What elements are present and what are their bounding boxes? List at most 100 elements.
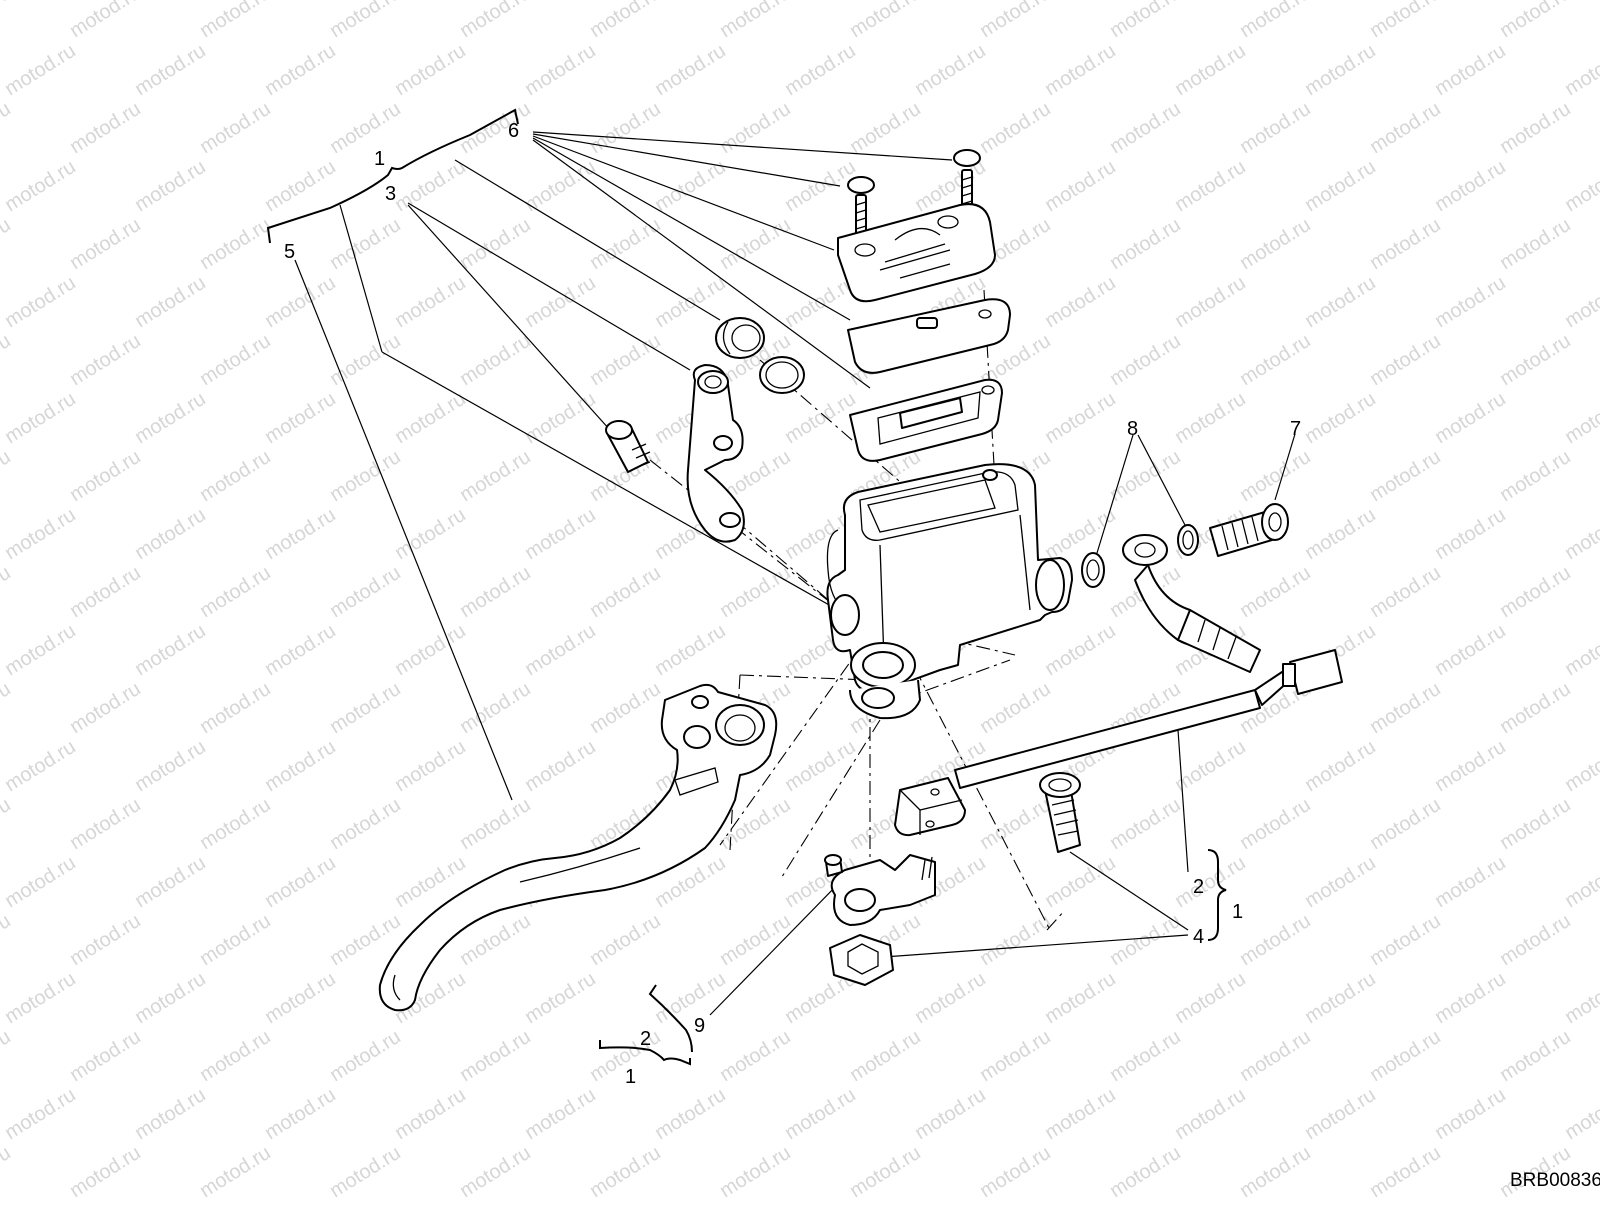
watermark-text: motod.ru bbox=[1366, 446, 1445, 506]
watermark-text: motod.ru bbox=[1041, 504, 1120, 564]
watermark-text: motod.ru bbox=[716, 1026, 795, 1086]
watermark-text: motod.ru bbox=[716, 562, 795, 622]
handlebar-clamp bbox=[688, 365, 744, 542]
watermark-text: motod.ru bbox=[391, 388, 470, 448]
watermark-text: motod.ru bbox=[1561, 852, 1600, 912]
callout-2-right: 2 bbox=[1193, 876, 1204, 898]
callout-6: 6 bbox=[508, 120, 519, 142]
watermark-text: motod.ru bbox=[1561, 40, 1600, 100]
watermark-text: motod.ru bbox=[391, 40, 470, 100]
watermark-text: motod.ru bbox=[0, 1026, 15, 1086]
watermark-text: motod.ru bbox=[1236, 214, 1315, 274]
watermark-text: motod.ru bbox=[1561, 620, 1600, 680]
watermark-text: motod.ru bbox=[586, 910, 665, 970]
watermark-text: motod.ru bbox=[1, 620, 80, 680]
watermark-text: motod.ru bbox=[196, 0, 275, 42]
watermark-text: motod.ru bbox=[976, 0, 1055, 42]
watermark-text: motod.ru bbox=[1366, 98, 1445, 158]
watermark-text: motod.ru bbox=[1041, 620, 1120, 680]
watermark-text: motod.ru bbox=[521, 388, 600, 448]
watermark-text: motod.ru bbox=[1496, 0, 1575, 42]
watermark-text: motod.ru bbox=[521, 1084, 600, 1144]
watermark-text: motod.ru bbox=[1106, 330, 1185, 390]
watermark-text: motod.ru bbox=[521, 736, 600, 796]
watermark-text: motod.ru bbox=[391, 156, 470, 216]
watermark-text: motod.ru bbox=[1431, 620, 1510, 680]
watermark-text: motod.ru bbox=[66, 330, 145, 390]
watermark-text: motod.ru bbox=[976, 794, 1055, 854]
watermark-text: motod.ru bbox=[651, 1084, 730, 1144]
watermark-text: motod.ru bbox=[1, 736, 80, 796]
watermark-text: motod.ru bbox=[391, 736, 470, 796]
watermark-text: motod.ru bbox=[131, 852, 210, 912]
watermark-text: motod.ru bbox=[1106, 214, 1185, 274]
watermark-text: motod.ru bbox=[1236, 1026, 1315, 1086]
watermark-text: motod.ru bbox=[326, 1026, 405, 1086]
watermark-text: motod.ru bbox=[131, 272, 210, 332]
watermark-text: motod.ru bbox=[1366, 910, 1445, 970]
watermark-text: motod.ru bbox=[456, 794, 535, 854]
crush-washer-left bbox=[1082, 553, 1104, 587]
watermark-text: motod.ru bbox=[1, 1084, 80, 1144]
watermark-text: motod.ru bbox=[66, 678, 145, 738]
callout-7: 7 bbox=[1290, 418, 1301, 440]
watermark-text: motod.ru bbox=[1366, 794, 1445, 854]
watermark-text: motod.ru bbox=[456, 98, 535, 158]
watermark-text: motod.ru bbox=[1106, 794, 1185, 854]
watermark-text: motod.ru bbox=[456, 330, 535, 390]
dust-boot bbox=[716, 318, 764, 358]
callout-8: 8 bbox=[1127, 418, 1138, 440]
watermark-text: motod.ru bbox=[651, 968, 730, 1028]
watermark-text: motod.ru bbox=[1496, 794, 1575, 854]
watermark-text: motod.ru bbox=[326, 214, 405, 274]
watermark-text: motod.ru bbox=[131, 40, 210, 100]
watermark-text: motod.ru bbox=[1561, 156, 1600, 216]
watermark-text: motod.ru bbox=[1171, 736, 1250, 796]
watermark-text: motod.ru bbox=[1301, 156, 1380, 216]
watermark-text: motod.ru bbox=[261, 620, 340, 680]
watermark-text: motod.ru bbox=[1561, 388, 1600, 448]
watermark-text: motod.ru bbox=[1561, 504, 1600, 564]
watermark-text: motod.ru bbox=[0, 98, 15, 158]
watermark-text: motod.ru bbox=[326, 678, 405, 738]
watermark-text: motod.ru bbox=[1301, 852, 1380, 912]
watermark-text: motod.ru bbox=[456, 1142, 535, 1200]
watermark-text: motod.ru bbox=[131, 388, 210, 448]
watermark-text: motod.ru bbox=[66, 98, 145, 158]
watermark-text: motod.ru bbox=[1366, 562, 1445, 622]
watermark-text: motod.ru bbox=[391, 620, 470, 680]
bushing bbox=[825, 855, 842, 876]
watermark-text: motod.ru bbox=[196, 794, 275, 854]
watermark-text: motod.ru bbox=[196, 214, 275, 274]
watermark-text: motod.ru bbox=[66, 1142, 145, 1200]
watermark-text: motod.ru bbox=[1041, 968, 1120, 1028]
watermark-text: motod.ru bbox=[0, 562, 15, 622]
watermark-text: motod.ru bbox=[1301, 504, 1380, 564]
watermark-text: motod.ru bbox=[131, 1084, 210, 1144]
watermark-text: motod.ru bbox=[456, 1026, 535, 1086]
watermark-text: motod.ru bbox=[326, 446, 405, 506]
watermark-text: motod.ru bbox=[1, 852, 80, 912]
watermark-text: motod.ru bbox=[586, 214, 665, 274]
watermark-text: motod.ru bbox=[196, 98, 275, 158]
watermark-text: motod.ru bbox=[1431, 272, 1510, 332]
callout-2-bottom: 2 bbox=[640, 1028, 651, 1050]
watermark-text: motod.ru bbox=[196, 1026, 275, 1086]
watermark-text: motod.ru bbox=[326, 1142, 405, 1200]
watermark-text: motod.ru bbox=[66, 794, 145, 854]
watermark-text: motod.ru bbox=[716, 1142, 795, 1200]
watermark-text: motod.ru bbox=[781, 40, 860, 100]
watermark-text: motod.ru bbox=[976, 1026, 1055, 1086]
watermark-text: motod.ru bbox=[196, 1142, 275, 1200]
callout-5: 5 bbox=[284, 241, 295, 263]
watermark-text: motod.ru bbox=[1496, 330, 1575, 390]
watermark-text: motod.ru bbox=[1, 272, 80, 332]
watermark-text: motod.ru bbox=[1171, 272, 1250, 332]
watermark-text: motod.ru bbox=[456, 678, 535, 738]
clamp-bolt bbox=[606, 421, 650, 472]
watermark-text: motod.ru bbox=[1431, 968, 1510, 1028]
watermark-text: motod.ru bbox=[1041, 156, 1120, 216]
watermark-text: motod.ru bbox=[1, 968, 80, 1028]
watermark-text: motod.ru bbox=[1496, 678, 1575, 738]
